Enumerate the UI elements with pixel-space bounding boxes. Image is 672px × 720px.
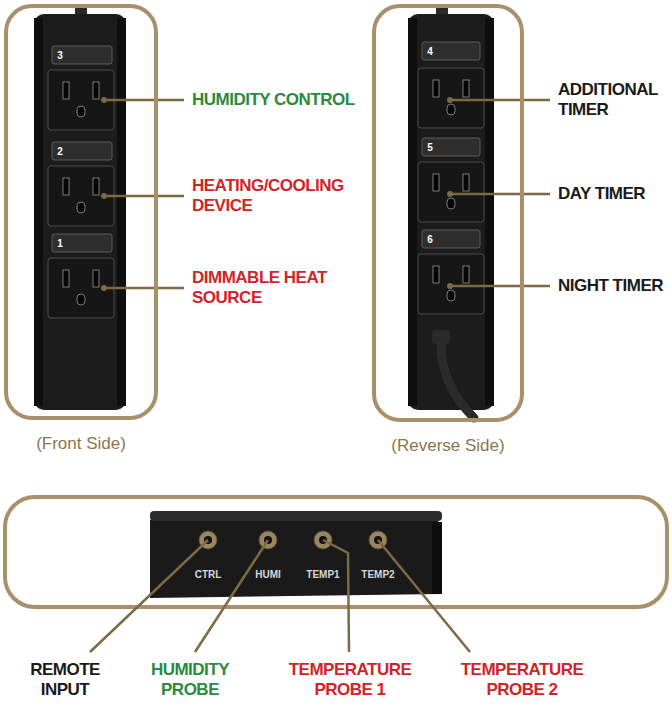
- outlet-callout: NIGHT TIMER: [558, 276, 668, 296]
- port-label: CTRL: [195, 569, 222, 580]
- leader-dots: [101, 97, 453, 291]
- port-callout: TEMPERATURE PROBE 1: [278, 660, 422, 699]
- outlet-number: 1: [57, 238, 63, 249]
- front-device: [34, 5, 126, 410]
- panel-caption: (Reverse Side): [356, 436, 540, 456]
- port-callout: HUMIDITY PROBE: [128, 660, 252, 699]
- outlet-number: 5: [427, 142, 433, 153]
- outlet-callout: DAY TIMER: [558, 184, 668, 204]
- outlet-callout: ADDITIONAL TIMER: [558, 80, 668, 119]
- port-label: HUMI: [255, 569, 281, 580]
- outlet-number: 2: [57, 146, 63, 157]
- panel-frame: [5, 497, 667, 607]
- reverse-device: [408, 5, 494, 418]
- reverse-panel: (Reverse Side): [372, 4, 524, 422]
- front-panel: (Front Side): [4, 4, 158, 420]
- outlet-callout: HEATING/COOLING DEVICE: [192, 176, 357, 215]
- outlet-number: 3: [57, 50, 63, 61]
- port-label: TEMP2: [361, 569, 394, 580]
- port-callout: TEMPERATURE PROBE 2: [450, 660, 594, 699]
- port-callout: REMOTE INPUT: [5, 660, 125, 699]
- port-label: TEMP1: [306, 569, 339, 580]
- outlet-number: 6: [427, 234, 433, 245]
- outlet-callout: DIMMABLE HEAT SOURCE: [192, 268, 357, 307]
- outlet-callout: HUMIDITY CONTROL: [192, 90, 357, 110]
- leader-lines: [90, 100, 550, 652]
- panel-caption: (Front Side): [0, 434, 174, 454]
- outlet-number: 4: [427, 46, 433, 57]
